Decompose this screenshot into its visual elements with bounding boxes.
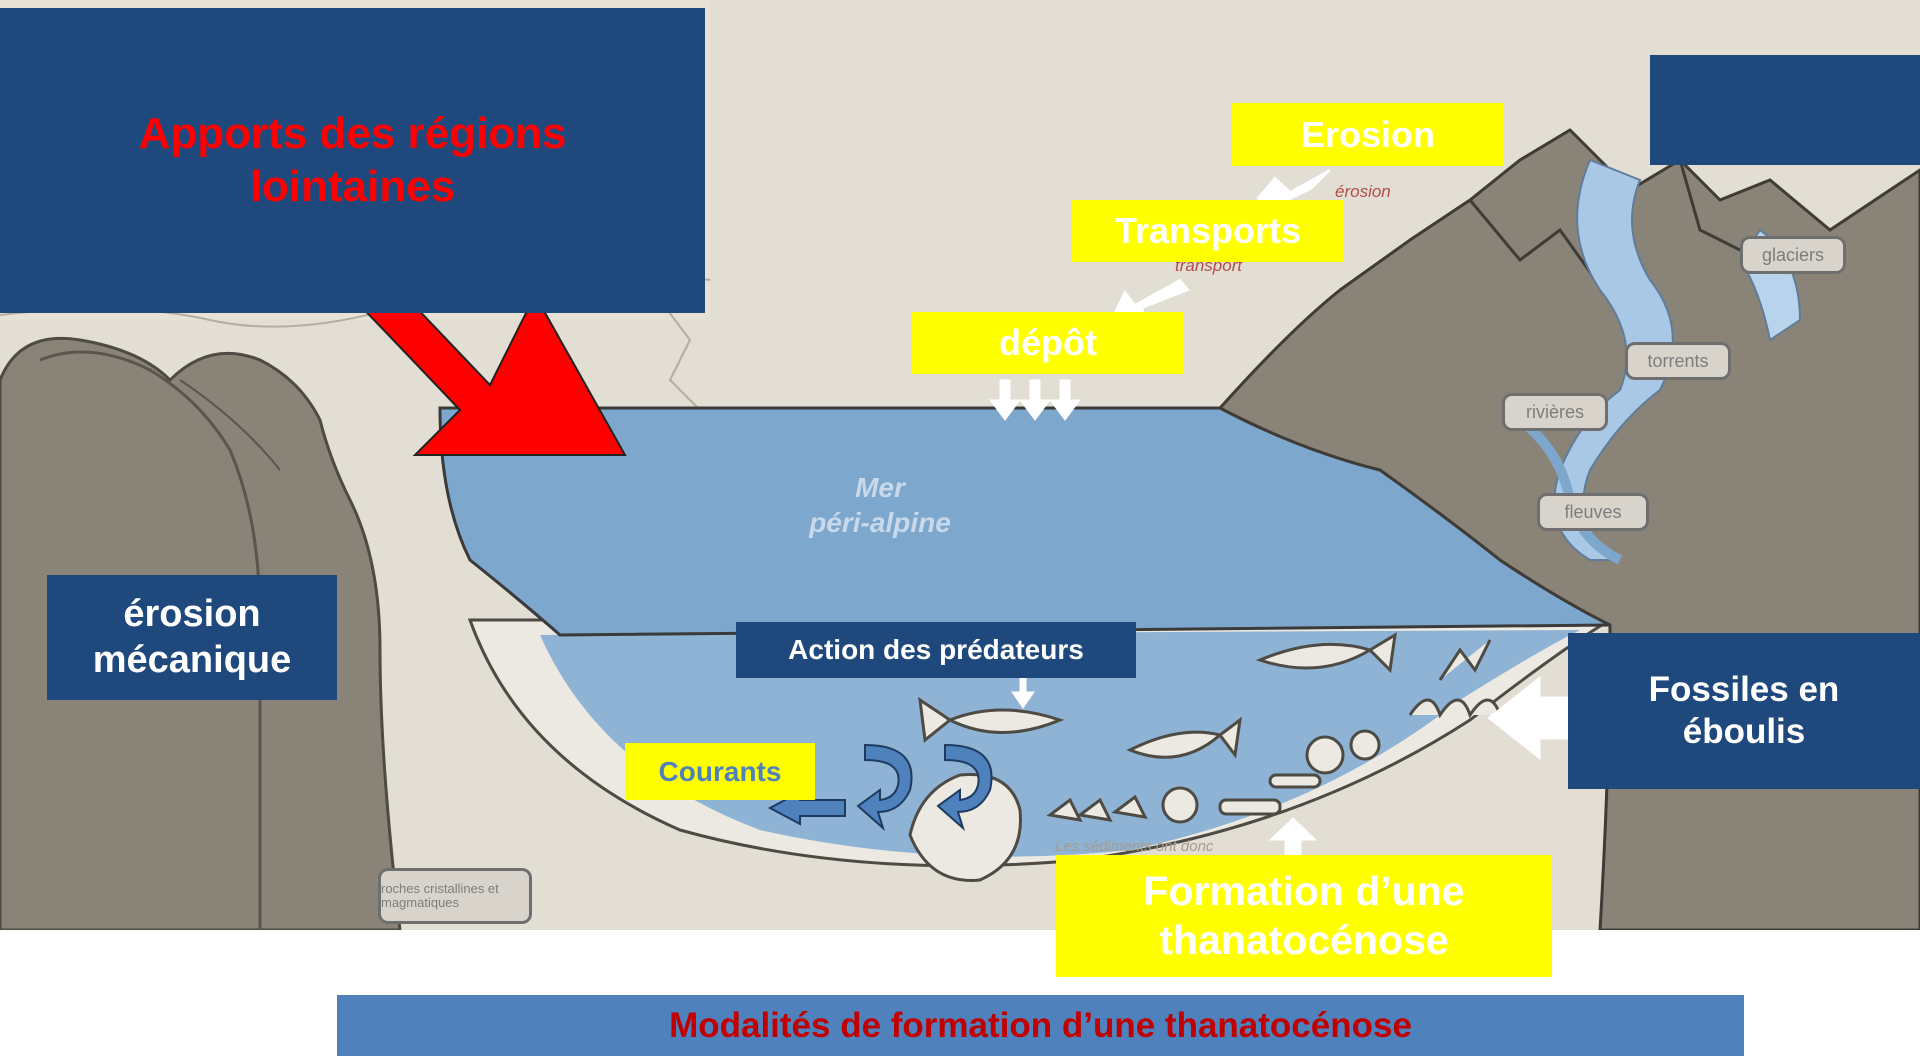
red-arrow: [316, 279, 627, 456]
left-rock-detail: [39, 350, 262, 930]
pill-glaciers: glaciers: [1740, 236, 1846, 274]
fossil-bone-1: [1218, 798, 1282, 816]
pill-fleuves: fleuves: [1537, 493, 1649, 531]
fossil-2: [1076, 797, 1113, 822]
caption-bar: Modalités de formation d’une thanatocéno…: [337, 995, 1744, 1056]
depot-arrows: [989, 379, 1081, 421]
current-arrows: [767, 743, 993, 832]
erosion-box: Erosion: [1232, 103, 1504, 166]
fossil-branch: [1438, 639, 1492, 681]
pill-rivieres: rivières: [1502, 393, 1608, 431]
fossiles-eboulis-box: Fossiles en éboulis: [1568, 633, 1920, 789]
transports-box: Transports: [1072, 200, 1344, 262]
fish-2: [1126, 716, 1242, 759]
current-swirl-2: [936, 743, 993, 832]
apports-box: Apports des régions lointaines: [0, 8, 705, 313]
formation-box: Formation d’une thanatocénose: [1056, 855, 1552, 977]
erosion-handwritten-label: érosion: [1335, 182, 1391, 201]
sea-label: Mer péri-alpine: [760, 470, 1000, 540]
fossil-coral: [1408, 698, 1502, 719]
pill-roches: roches cristallines et magmatiques: [378, 868, 532, 924]
fossils-group: [1046, 639, 1502, 824]
erosion-mecanique-box: érosion mécanique: [47, 575, 337, 700]
depot-box: dépôt: [912, 312, 1184, 374]
courants-box: Courants: [625, 743, 815, 800]
mountain-ridge-1: [1468, 199, 1612, 301]
fossil-shell-1: [1161, 786, 1199, 824]
arrow-predateurs: [1011, 675, 1035, 709]
top-right-navy-box: [1650, 55, 1920, 165]
map-border-lines-2: [659, 299, 701, 411]
caption-text: Modalités de formation d’une thanatocéno…: [669, 1005, 1412, 1045]
action-predateurs-box: Action des prédateurs: [736, 622, 1136, 678]
fish-group: [918, 632, 1397, 759]
sea-label-line1: Mer: [855, 472, 905, 503]
apports-text: Apports des régions lointaines: [138, 109, 567, 211]
fossil-shell-3: [1349, 729, 1381, 761]
current-swirl-1: [856, 743, 913, 832]
sediments-label: Les sédiments ont donc: [1055, 838, 1214, 855]
fossil-bone-2: [1268, 773, 1322, 789]
fish-3: [1255, 632, 1397, 674]
fossil-3: [1111, 794, 1148, 819]
pill-torrents: torrents: [1625, 342, 1731, 380]
left-rock-detail-2: [179, 379, 281, 471]
fossil-1: [1046, 797, 1083, 822]
sea-label-line2: péri-alpine: [809, 507, 951, 538]
fossil-shell-2: [1305, 735, 1345, 775]
fish-1: [918, 696, 1065, 743]
rubble-pile: [908, 772, 1022, 882]
